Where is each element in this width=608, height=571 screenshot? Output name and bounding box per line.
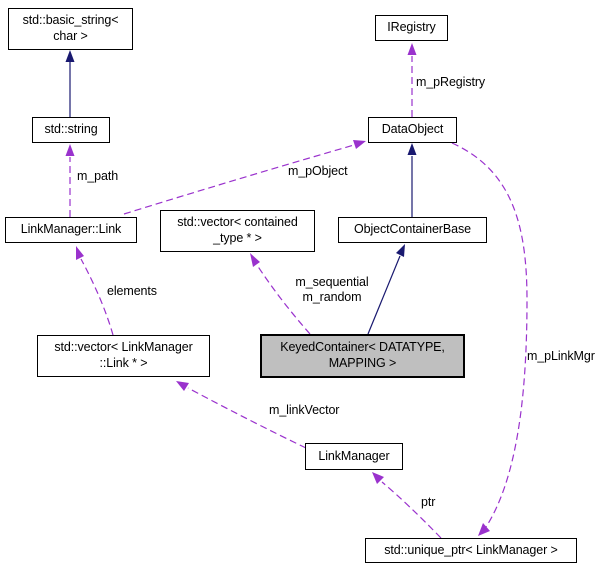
edge-usage-m-plinkmgr: [451, 142, 528, 536]
edge-label-ptr: ptr: [421, 495, 436, 509]
edge-label-m-linkvector: m_linkVector: [269, 403, 340, 417]
edge-label-m-path: m_path: [77, 169, 119, 183]
node-std-string[interactable]: std::string: [32, 117, 110, 143]
node-objectcontainerbase[interactable]: ObjectContainerBase: [338, 217, 487, 243]
edge-label-m-pregistry: m_pRegistry: [416, 75, 486, 89]
edge-usage-m-pregistry: [407, 43, 417, 117]
edge-inheritance-keyedcontainer-to-objectcontainerbase: [367, 244, 405, 335]
node-linkmanager[interactable]: LinkManager: [305, 443, 403, 470]
node-dataobject[interactable]: DataObject: [368, 117, 457, 143]
node-std-vector-linkmanager-link[interactable]: std::vector< LinkManager ::Link * >: [37, 335, 210, 377]
edge-usage-m-linkvector: [176, 381, 307, 449]
node-keyedcontainer-current: KeyedContainer< DATATYPE, MAPPING >: [260, 334, 465, 378]
edge-usage-m-path: [65, 144, 75, 217]
edge-inheritance-string-to-basic-string: [65, 50, 75, 117]
node-std-vector-contained-type[interactable]: std::vector< contained _type * >: [160, 210, 315, 252]
edge-usage-elements: [76, 246, 114, 336]
node-linkmanager-link[interactable]: LinkManager::Link: [5, 217, 137, 243]
edge-label-m-plinkmgr: m_pLinkMgr: [527, 349, 595, 363]
edge-inheritance-objectcontainerbase-to-dataobject: [407, 143, 417, 217]
edge-label-m-pobject: m_pObject: [288, 164, 348, 178]
edge-usage-m-pobject: [123, 140, 366, 215]
node-iregistry[interactable]: IRegistry: [375, 15, 448, 41]
edge-usage-m-sequential-m-random: [250, 253, 311, 335]
edge-usage-ptr: [372, 472, 442, 539]
edge-label-m-sequential-m-random: m_sequential m_random: [295, 275, 369, 304]
edge-label-elements: elements: [107, 284, 157, 298]
node-std-unique-ptr-linkmanager[interactable]: std::unique_ptr< LinkManager >: [365, 538, 577, 563]
node-std-basic-string[interactable]: std::basic_string< char >: [8, 8, 133, 50]
